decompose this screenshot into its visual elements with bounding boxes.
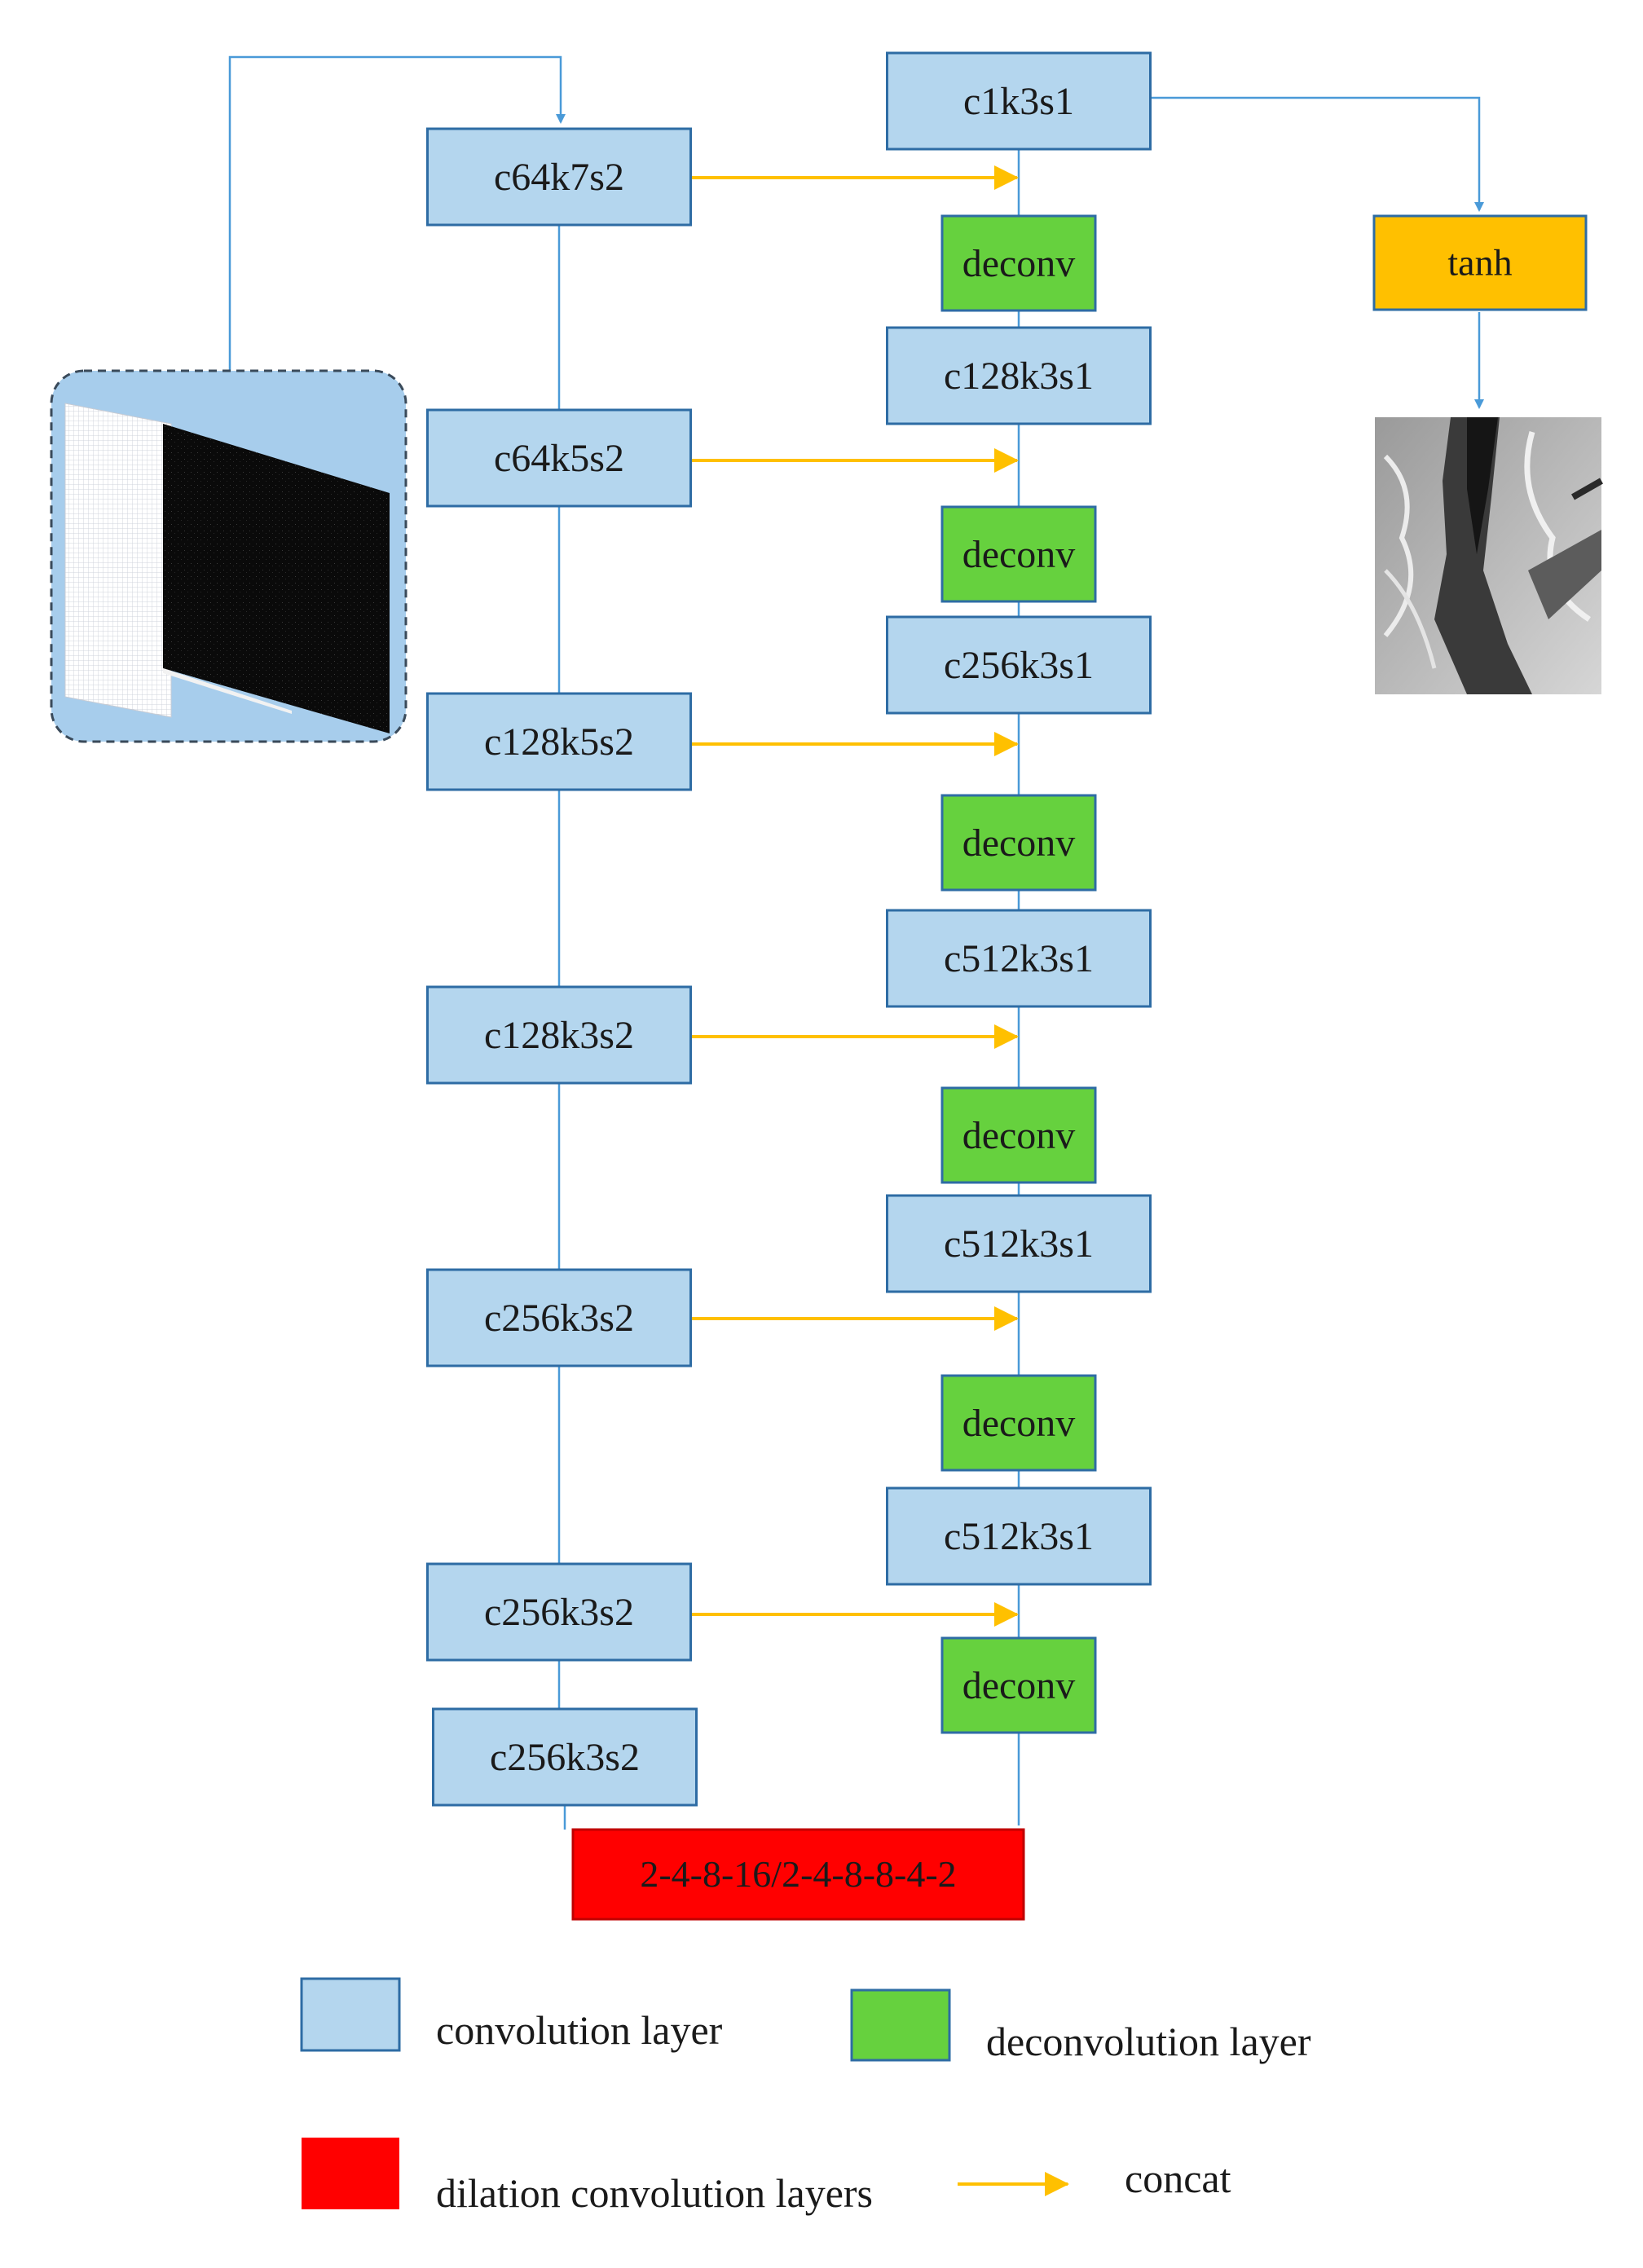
- tanh-activation-block-shape: [1372, 214, 1588, 311]
- input-grid-sheet: [64, 403, 172, 718]
- dilation-block: 2-4-8-16/2-4-8-8-4-2: [571, 1828, 1025, 1921]
- encoder-block-e1-shape: [426, 127, 692, 227]
- encoder-block-e2-label: c64k5s2: [494, 437, 624, 480]
- decoder-block-d_dc1-label: deconv: [962, 242, 1076, 285]
- encoder-block-e5-label: c256k3s2: [484, 1297, 634, 1340]
- encoder-block-e3: c128k5s2: [426, 692, 692, 791]
- decoder-block-d_c3-shape: [886, 615, 1152, 715]
- layer-boxes: c64k7s2 c64k5s2 c128k5s2 c128k3s2 c256k3s2 c2…: [426, 51, 1588, 1921]
- encoder-block-e4: c128k3s2: [426, 985, 692, 1085]
- decoder-block-d_c2-shape: [886, 326, 1152, 425]
- decoder-block-d_dc1-shape: [940, 214, 1097, 312]
- legend-dilation-label: dilation convolution layers: [436, 2170, 873, 2216]
- encoder-block-e2: c64k5s2: [426, 408, 692, 508]
- legend-conv-label: convolution layer: [436, 2007, 723, 2053]
- decoder-block-d_c2: c128k3s1: [886, 326, 1152, 425]
- decoder-block-d_dc4-label: deconv: [962, 1114, 1076, 1157]
- encoder-block-e6: c256k3s2: [426, 1562, 692, 1662]
- legend-deconv-swatch: [850, 1988, 951, 2062]
- decoder-block-d_c2-label: c128k3s1: [944, 355, 1094, 398]
- encoder-block-e6-label: c256k3s2: [484, 1591, 634, 1634]
- decoder-block-d_c5-label: c512k3s1: [944, 1222, 1094, 1266]
- decoder-block-d_c5: c512k3s1: [886, 1194, 1152, 1293]
- encoder-block-e7-label: c256k3s2: [490, 1736, 640, 1779]
- input-to-encoder-connector: [228, 55, 566, 371]
- decoder-block-d_dc5-shape: [940, 1374, 1097, 1472]
- flow-lines: [228, 55, 1484, 1830]
- legend-dilation-swatch: [302, 2138, 399, 2209]
- decoder-block-d_c3-label: c256k3s1: [944, 644, 1094, 687]
- decoder-block-d_dc3-shape: [940, 794, 1097, 892]
- tanh-activation-block: tanh: [1372, 214, 1588, 311]
- decoder-block-d_dc5-label: deconv: [962, 1402, 1076, 1445]
- decoder-block-d_c4-shape: [886, 909, 1152, 1008]
- decoder-block-d_c6-label: c512k3s1: [944, 1515, 1094, 1558]
- encoder-block-e4-shape: [426, 985, 692, 1085]
- decoder-block-d_c1-shape: [886, 51, 1152, 151]
- encoder-block-e7-shape: [432, 1707, 698, 1807]
- encoder-block-e5: c256k3s2: [426, 1268, 692, 1367]
- decoder-block-d_dc3: deconv: [940, 794, 1097, 892]
- legend-concat-label: concat: [1125, 2156, 1231, 2201]
- decoder-block-d_c6: c512k3s1: [886, 1486, 1152, 1586]
- decoder-block-d_c3: c256k3s1: [886, 615, 1152, 715]
- decoder-block-d_dc3-label: deconv: [962, 821, 1076, 865]
- encoder-block-e3-label: c128k5s2: [484, 720, 634, 764]
- legend: convolution layer deconvolution layer di…: [300, 1977, 1311, 2216]
- encoder-block-e6-shape: [426, 1562, 692, 1662]
- input-feature-panel: [50, 369, 407, 743]
- decoder-block-d_dc4-shape: [940, 1086, 1097, 1184]
- decoder-to-tanh-connector: [1152, 96, 1484, 212]
- encoder-block-e7: c256k3s2: [432, 1707, 698, 1807]
- encoder-block-e5-shape: [426, 1268, 692, 1367]
- dilation-block-label: 2-4-8-16/2-4-8-8-4-2: [640, 1853, 956, 1895]
- decoder-block-d_dc6-shape: [940, 1636, 1097, 1734]
- output-terrain-image: [1375, 417, 1603, 694]
- decoder-block-d_c1-label: c1k3s1: [963, 80, 1074, 123]
- decoder-block-d_c1: c1k3s1: [886, 51, 1152, 151]
- decoder-block-d_c5-shape: [886, 1194, 1152, 1293]
- legend-deconv-label: deconvolution layer: [986, 2019, 1311, 2064]
- decoder-block-d_dc1: deconv: [940, 214, 1097, 312]
- input-dark-sheet: [163, 424, 390, 733]
- concat-arrows: [689, 165, 1019, 1627]
- encoder-block-e4-label: c128k3s2: [484, 1014, 634, 1057]
- decoder-block-d_c4-label: c512k3s1: [944, 937, 1094, 980]
- decoder-block-d_c6-shape: [886, 1486, 1152, 1586]
- decoder-block-d_dc2-label: deconv: [962, 533, 1076, 576]
- decoder-block-d_dc6-label: deconv: [962, 1664, 1076, 1707]
- decoder-block-d_dc2-shape: [940, 505, 1097, 603]
- encoder-block-e3-shape: [426, 692, 692, 791]
- encoder-block-e2-shape: [426, 408, 692, 508]
- decoder-block-d_dc6: deconv: [940, 1636, 1097, 1734]
- dilation-block-shape: [571, 1828, 1025, 1921]
- decoder-block-d_dc5: deconv: [940, 1374, 1097, 1472]
- decoder-block-d_dc2: deconv: [940, 505, 1097, 603]
- encoder-block-e1: c64k7s2: [426, 127, 692, 227]
- decoder-block-d_dc4: deconv: [940, 1086, 1097, 1184]
- encoder-block-e1-label: c64k7s2: [494, 156, 624, 199]
- legend-conv-swatch: [300, 1977, 401, 2052]
- decoder-block-d_c4: c512k3s1: [886, 909, 1152, 1008]
- tanh-activation-block-label: tanh: [1447, 242, 1512, 284]
